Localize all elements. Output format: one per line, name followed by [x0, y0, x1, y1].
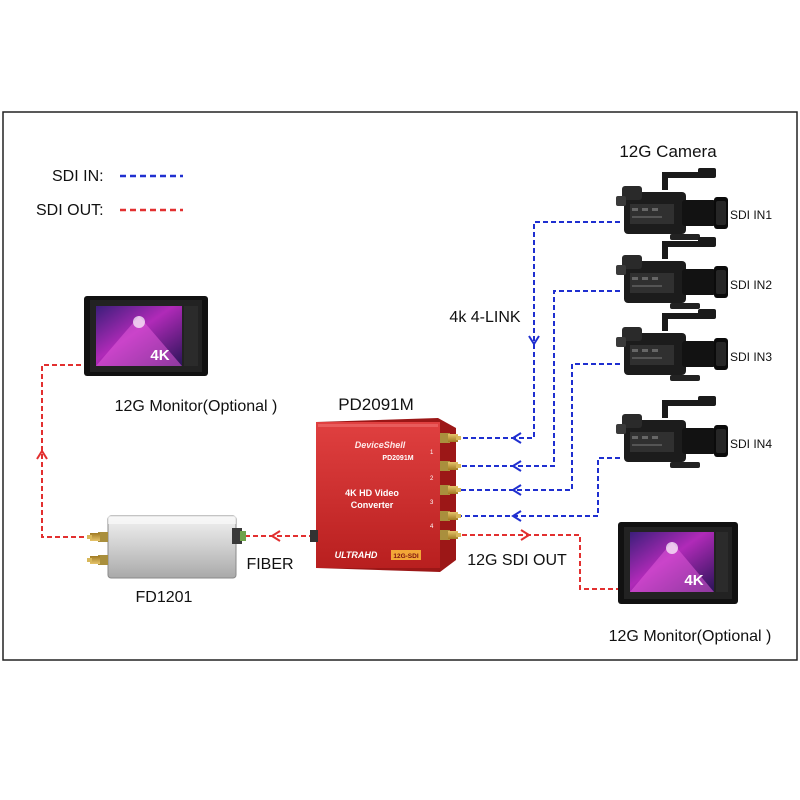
arrow-fiber — [270, 530, 281, 542]
camera-1-input-label: SDI IN1 — [730, 208, 772, 222]
camera-2: SDI IN2 — [616, 237, 772, 309]
port-number-2: 2 — [430, 476, 434, 482]
camera-4: SDI IN4 — [616, 396, 772, 468]
sdi-in-link-1 — [458, 221, 620, 439]
arrow-in-3 — [511, 484, 522, 496]
fiber-label: FIBER — [246, 556, 293, 573]
sdi-out-link-top-monitor — [41, 364, 100, 538]
arrow-down-link — [528, 335, 540, 346]
sdi-out-link-monitor — [462, 534, 622, 590]
fiber-device-label: FD1201 — [136, 589, 193, 606]
arrow-in-4 — [511, 510, 522, 522]
bottom-monitor-label: 12G Monitor(Optional ) — [609, 628, 772, 645]
camera-title: 12G Camera — [619, 142, 717, 161]
converter-line1: 4K HD Video — [345, 488, 399, 498]
sdi-in-link-4 — [458, 457, 620, 517]
camera-3: SDI IN3 — [616, 309, 772, 381]
converter-fiber-port — [310, 530, 318, 542]
converter-face-model: PD2091M — [382, 455, 413, 462]
sdi-in-link-2 — [458, 290, 620, 467]
converter-badge-bg — [391, 550, 421, 560]
sdi-in-links — [458, 221, 620, 517]
bottom-monitor: 4K — [618, 522, 738, 604]
sdi-in-arrows — [511, 335, 540, 522]
converter-footer: ULTRAHD — [335, 550, 378, 560]
link-label: 4k 4-LINK — [449, 309, 520, 326]
arrow-up-top-monitor — [36, 449, 48, 460]
port-number-4: 4 — [430, 524, 434, 530]
arrow-out-monitor — [520, 529, 531, 541]
top-monitor-screen-text: 4K — [150, 347, 169, 364]
fiber-device — [87, 515, 246, 579]
top-monitor: 4K — [84, 296, 208, 376]
port-number-1: 1 — [430, 450, 434, 456]
camera-1: SDI IN1 — [616, 168, 772, 240]
converter-brand: DeviceShell — [355, 440, 406, 450]
camera-4-input-label: SDI IN4 — [730, 437, 772, 451]
legend-sdi-in-label: SDI IN: — [52, 168, 104, 185]
legend-sdi-out-label: SDI OUT: — [36, 202, 104, 219]
diagram-frame — [2, 111, 798, 661]
arrow-in-2 — [511, 460, 522, 472]
sdi-out-label: 12G SDI OUT — [467, 552, 567, 569]
legend: SDI IN: SDI OUT: — [36, 168, 183, 219]
camera-2-input-label: SDI IN2 — [730, 278, 772, 292]
port-number-3: 3 — [430, 500, 434, 506]
bottom-monitor-screen-text: 4K — [684, 572, 703, 589]
converter-line2: Converter — [351, 500, 394, 510]
converter-device: DeviceShell PD2091M 4K HD Video Converte… — [310, 418, 461, 572]
arrow-in-1 — [511, 432, 522, 444]
top-monitor-label: 12G Monitor(Optional ) — [115, 398, 278, 415]
converter-model-label: PD2091M — [338, 395, 414, 414]
camera-3-input-label: SDI IN3 — [730, 350, 772, 364]
converter-badge: 12G-SDI — [393, 553, 418, 560]
sdi-in-link-3 — [458, 363, 620, 491]
